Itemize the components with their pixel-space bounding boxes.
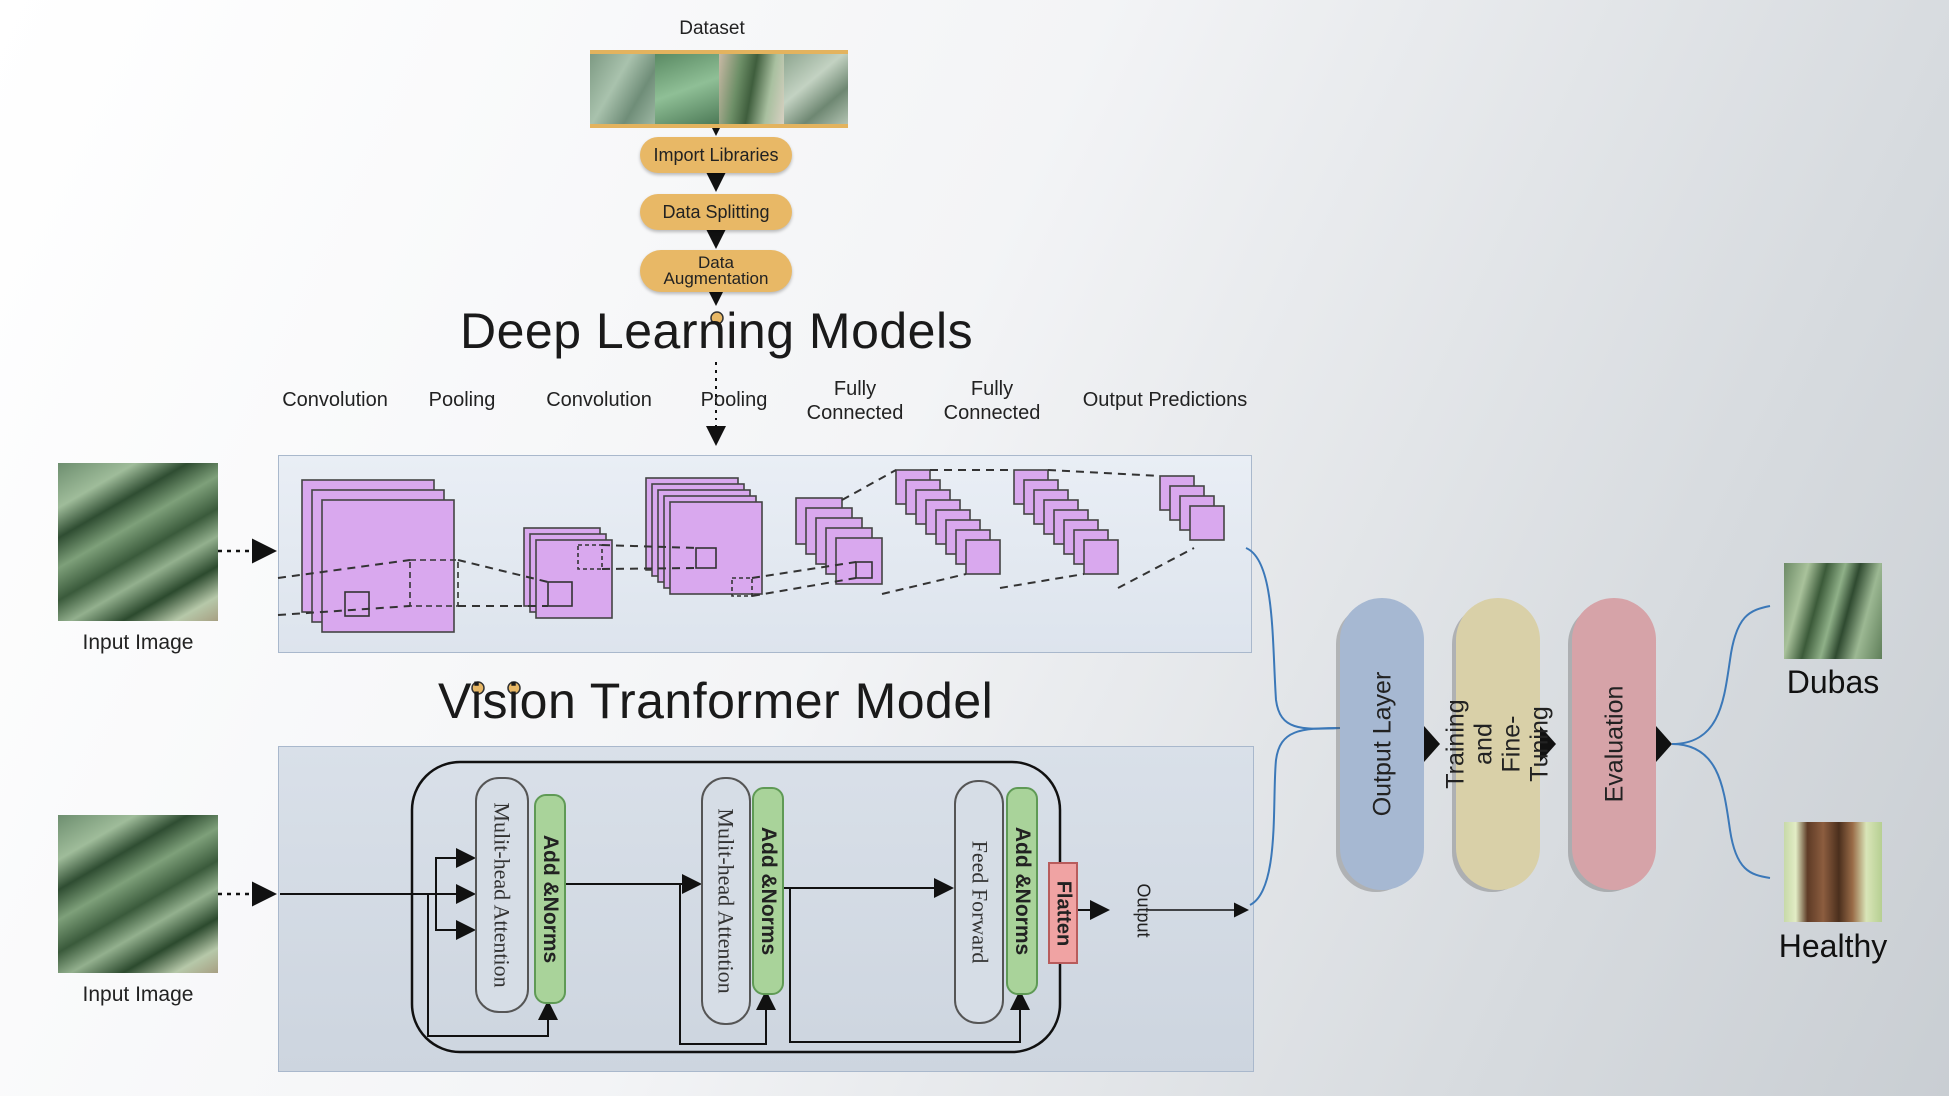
title-dot-vit-2 (507, 681, 521, 695)
flatten-block: Flatten (1048, 862, 1078, 964)
vit-branch-down (435, 894, 476, 940)
curve-vit-to-output-layer (1249, 727, 1341, 906)
cnn-input-image (58, 463, 218, 621)
dubas-label: Dubas (1786, 664, 1880, 700)
cnn-conv2-receptive (731, 577, 753, 597)
vit-residual-2 (679, 884, 776, 1045)
dataset-image-2 (654, 54, 719, 124)
layer-label-convolution-1: Convolution (282, 389, 388, 411)
cnn-conv2-kernel (695, 547, 717, 569)
vit-input-image (58, 815, 218, 973)
evaluation-stage: Evaluation (1572, 598, 1656, 890)
cnn-pool1-receptive (577, 544, 603, 570)
evaluation-label: Evaluation (1600, 685, 1628, 803)
layer-label-fully-connected-1: Fully Connected (806, 378, 904, 424)
import-libraries-step: Import Libraries (640, 137, 792, 173)
vit-residual-1 (427, 894, 558, 1037)
cnn-conv1-slice-3 (321, 499, 455, 633)
vit-output-label: Output (1133, 882, 1154, 938)
training-label: Training and Fine-Tuning (1442, 699, 1554, 789)
cnn-proj-3a (601, 544, 697, 549)
curve-to-healthy (1671, 743, 1771, 879)
norm-block-3: Add &Norms (1006, 787, 1038, 995)
norm-block-2-label: Add &Norms (757, 826, 780, 956)
title-dot-deep-learning (710, 311, 724, 325)
cnn-proj-5b (881, 573, 967, 595)
layer-label-pooling-1: Pooling (428, 389, 496, 411)
layer-label-fully-connected-2: Fully Connected (943, 378, 1041, 424)
cnn-pool2-kernel (855, 561, 873, 579)
training-stage: Training and Fine-Tuning (1442, 598, 1554, 890)
cnn-pool1-kernel (547, 581, 573, 607)
cnn-fc2-slice-8 (1083, 539, 1119, 575)
curve-to-dubas (1671, 605, 1771, 745)
attention-block-1: Mulit-head Attention (475, 777, 529, 1013)
vit-branch-up (435, 848, 476, 894)
dataset-strip (590, 50, 848, 128)
vit-residual-3 (789, 888, 1030, 1043)
cnn-proj-7b (1117, 547, 1195, 589)
vision-transformer-title: Vision Tranformer Model (438, 673, 994, 729)
dataset-image-1 (590, 54, 655, 124)
cnn-proj-4a (751, 561, 857, 579)
attention-block-2-label: Mulit-head Attention (714, 808, 739, 994)
vit-output-label-box: Output (1130, 870, 1156, 950)
norm-block-1-label: Add &Norms (539, 834, 562, 964)
healthy-image (1784, 822, 1882, 922)
cnn-conv1-receptive (409, 559, 459, 607)
norm-block-2: Add &Norms (752, 787, 784, 995)
norm-block-3-label: Add &Norms (1011, 826, 1034, 956)
cnn-conv1-kernel (344, 591, 370, 617)
feed-forward-block: Feed Forward (954, 780, 1004, 1024)
cnn-proj-6b (999, 573, 1085, 589)
cnn-proj-7a (1047, 469, 1161, 477)
layer-label-output-predictions: Output Predictions (1082, 389, 1248, 411)
vit-input-caption: Input Image (82, 983, 194, 1006)
dataset-image-4 (783, 54, 848, 124)
output-layer-label: Output Layer (1368, 671, 1396, 817)
arrow-evaluation-to-classes (1656, 726, 1672, 762)
cnn-proj-5a (841, 469, 897, 501)
dubas-image (1784, 563, 1882, 659)
cnn-fc1-slice-8 (965, 539, 1001, 575)
flatten-label: Flatten (1052, 880, 1075, 946)
feed-forward-label: Feed Forward (967, 840, 992, 964)
cnn-output-slice-4 (1189, 505, 1225, 541)
cnn-proj-4b (751, 577, 857, 597)
cnn-input-caption: Input Image (82, 631, 194, 654)
dataset-image-3 (719, 54, 784, 124)
dataset-label: Dataset (679, 18, 745, 39)
arrow-output-to-training (1424, 726, 1440, 762)
data-splitting-step: Data Splitting (640, 194, 792, 230)
layer-label-pooling-2: Pooling (700, 389, 768, 411)
cnn-pool2-slice-5 (835, 537, 883, 585)
cnn-proj-2a (457, 559, 549, 583)
output-layer-stage: Output Layer (1340, 598, 1424, 890)
curve-cnn-to-output-layer (1245, 547, 1341, 730)
attention-block-1-label: Mulit-head Attention (490, 802, 515, 988)
attention-block-2: Mulit-head Attention (701, 777, 751, 1025)
title-dot-vit-1 (471, 681, 485, 695)
arrow-training-to-evaluation (1540, 726, 1556, 762)
cnn-proj-3b (601, 567, 697, 570)
deep-learning-title: Deep Learning Models (460, 303, 974, 359)
healthy-label: Healthy (1778, 928, 1888, 964)
layer-label-convolution-2: Convolution (546, 389, 652, 411)
data-augmentation-step: Data Augmentation (640, 250, 792, 292)
norm-block-1: Add &Norms (534, 794, 566, 1004)
